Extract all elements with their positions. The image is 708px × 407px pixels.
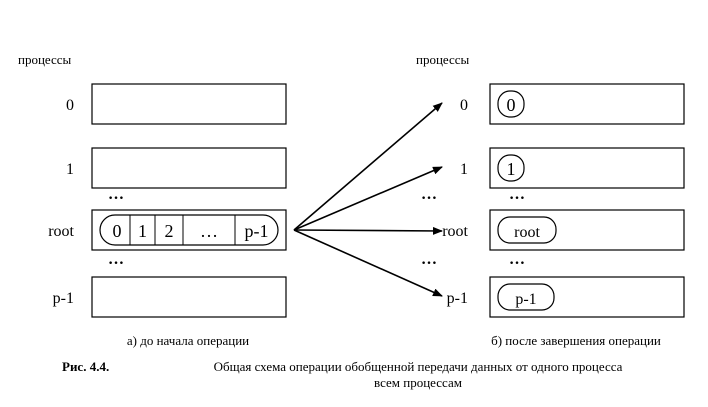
scatter-arrows: [293, 102, 443, 297]
received-message: [497, 283, 555, 311]
right-process-box: [489, 147, 685, 189]
figure-caption-line1: Общая схема операции обобщенной передачи…: [214, 359, 623, 374]
root-message-buffer: [99, 214, 279, 246]
left-processes-header: процессы: [18, 52, 72, 67]
left-caption: а) до начала операции: [127, 333, 249, 348]
right-ellipsis: …: [421, 186, 437, 203]
left-row-label: 0: [66, 97, 74, 114]
scatter-arrow: [293, 229, 443, 297]
buffer-cell: p-1: [245, 221, 269, 241]
left-row-label: p-1: [53, 290, 74, 307]
left-ellipsis: …: [108, 251, 124, 268]
left-ellipsis: …: [108, 186, 124, 203]
buffer-cell: 1: [138, 221, 147, 241]
received-message-label: root: [514, 224, 540, 241]
left-process-box: [91, 276, 287, 318]
received-message-label: 1: [507, 159, 516, 179]
received-message: [497, 154, 525, 182]
right-process-panel: 0 0 1 1 root root p-1 p-1 … … … …: [421, 83, 685, 318]
right-row-label: 0: [460, 97, 468, 114]
right-caption: б) после завершения операции: [491, 333, 661, 348]
buffer-cell: 0: [113, 221, 122, 241]
right-row-label: 1: [460, 161, 468, 178]
buffer-cell: 2: [165, 221, 174, 241]
right-ellipsis: …: [421, 251, 437, 268]
left-row-label: 1: [66, 161, 74, 178]
right-row-label: root: [442, 223, 468, 240]
received-message-label: 0: [507, 95, 516, 115]
scatter-arrow: [293, 226, 443, 235]
received-message: [497, 216, 557, 244]
buffer-cell: …: [200, 221, 218, 241]
scatter-arrow: [293, 166, 443, 231]
left-process-box: [91, 83, 287, 125]
figure-caption-line2: всем процессам: [374, 375, 462, 390]
figure-number: Рис. 4.4.: [62, 359, 109, 374]
left-process-box: [91, 147, 287, 189]
right-ellipsis: …: [509, 251, 525, 268]
right-processes-header: процессы: [416, 52, 470, 67]
received-message: [497, 90, 525, 118]
right-row-label: p-1: [447, 290, 468, 307]
scatter-arrow: [293, 102, 443, 231]
right-ellipsis: …: [509, 186, 525, 203]
received-message-label: p-1: [515, 291, 536, 308]
left-row-label: root: [48, 223, 74, 240]
